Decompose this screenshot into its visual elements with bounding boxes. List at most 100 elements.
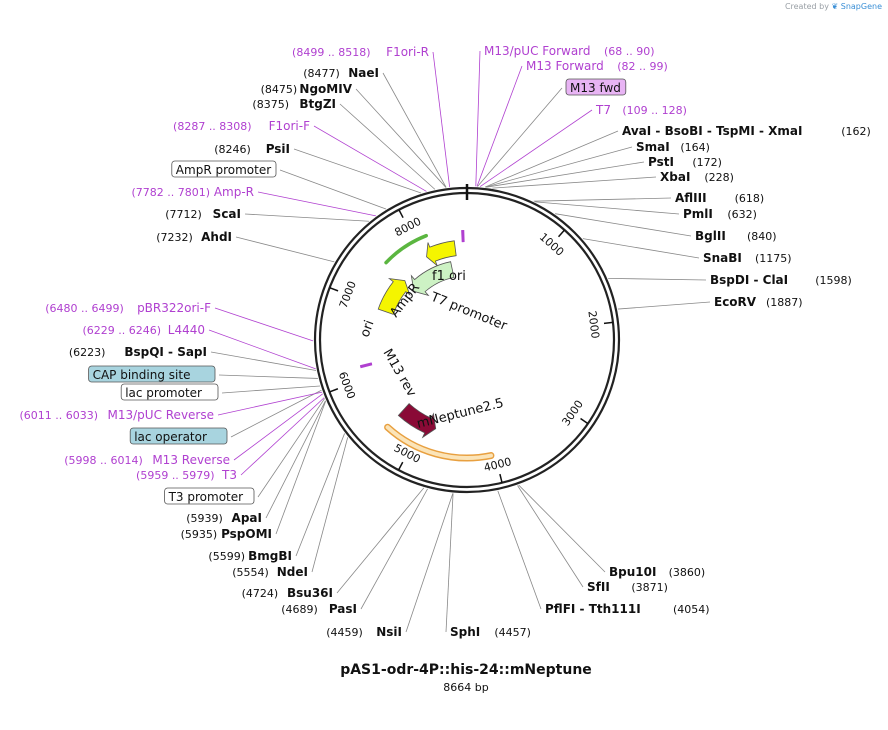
lead-psti <box>486 161 645 188</box>
site-label-bmgbi: BmgBI(5599) <box>208 549 292 563</box>
label-name: PstI <box>648 155 674 169</box>
label-name: BmgBI <box>248 549 292 563</box>
site-label-xbai: XbaI(228) <box>660 170 734 184</box>
scale-label-4000: 4000 <box>482 455 512 474</box>
scale-label-3000: 3000 <box>559 398 586 428</box>
site-label-apai: ApaI(5939) <box>186 511 262 525</box>
label-box <box>88 365 216 383</box>
label-box <box>171 160 277 178</box>
scale-tick-3000 <box>580 417 589 425</box>
label-coords: (1887) <box>766 296 803 309</box>
label-name: T3 <box>221 468 237 482</box>
site-label-bglii: BglII(840) <box>695 229 777 243</box>
credit-brand: SnapGene <box>840 2 882 11</box>
site-label-cap-binding-site: CAP binding site <box>88 365 216 383</box>
site-label-ndei: NdeI(5554) <box>232 565 308 579</box>
label-name: SfII <box>587 580 610 594</box>
feature-label-ori: ori <box>358 318 378 339</box>
site-label-t7: T7(109 .. 128) <box>595 103 687 117</box>
site-label-scai: ScaI(7712) <box>165 207 241 221</box>
label-coords: (8499 .. 8518) <box>292 46 371 59</box>
lead-t7 <box>479 109 593 187</box>
lead-afliii <box>533 197 672 202</box>
backbone-outer <box>313 186 621 494</box>
scale-label-1000: 1000 <box>537 230 567 258</box>
label-name: ApaI <box>232 511 262 525</box>
label-coords: (172) <box>692 156 722 169</box>
snapgene-logo-icon: ❦ <box>831 2 839 11</box>
label-coords: (7782 .. 7801) <box>131 186 210 199</box>
lead-m13-puc-reverse <box>217 391 323 416</box>
label-name: pBR322ori-F <box>137 301 211 315</box>
label-coords: (1175) <box>755 252 792 265</box>
label-coords: (618) <box>735 192 765 205</box>
site-label-pflfi-tth111i: PflFI - Tth111I (4054) <box>545 602 710 616</box>
label-text: lac operator <box>134 430 207 444</box>
site-label-psti: PstI (172) <box>648 155 722 169</box>
label-name: NaeI <box>348 66 379 80</box>
scale-tick-4000 <box>499 473 503 483</box>
label-name: M13/pUC Forward <box>484 44 591 58</box>
label-coords: (6223) <box>69 346 106 359</box>
feature-ampr <box>410 261 455 297</box>
label-name: SmaI <box>636 140 670 154</box>
label-coords: (6011 .. 6033) <box>19 409 98 422</box>
lead-sfii <box>517 485 584 588</box>
lead-avai-bsobi-tspmi-xmai <box>484 130 619 188</box>
lead-lac-operator <box>230 389 322 438</box>
lead-psii <box>293 148 422 194</box>
label-coords: (4457) <box>494 626 531 639</box>
lead-btgzi <box>339 103 436 190</box>
label-name: T7 <box>595 103 611 117</box>
label-name: BspDI - ClaI <box>710 273 788 287</box>
site-label-lac-operator: lac operator <box>129 427 228 445</box>
label-coords: (8477) <box>303 67 340 80</box>
label-name: AvaI - BsoBI - TspMI - XmaI <box>622 124 802 138</box>
lead-scai <box>244 213 369 222</box>
label-coords: (5998 .. 6014) <box>64 454 143 467</box>
label-text: lac promoter <box>125 386 202 400</box>
feature-f1-ori <box>426 240 457 267</box>
label-coords: (4724) <box>242 587 279 600</box>
site-label-bspqi-sapi: BspQI - SapI(6223) <box>69 345 207 359</box>
label-coords: (8475) <box>261 83 298 96</box>
site-label-naei: NaeI (8477) <box>303 66 379 80</box>
site-label-sfii: SfII(3871) <box>587 580 668 594</box>
lead-pspomi <box>275 401 327 535</box>
label-name: PflFI - Tth111I <box>545 602 641 616</box>
label-coords: (6229 .. 6246) <box>82 324 161 337</box>
lead-ngomiv <box>355 88 447 188</box>
lead-f1ori-r <box>432 51 451 188</box>
site-label-l4440: L4440(6229 .. 6246) <box>82 323 205 337</box>
site-label-m13-forward: M13 Forward(82 .. 99) <box>526 59 668 73</box>
scale-tick-7000 <box>329 286 339 292</box>
site-label-pmli: PmlI(632) <box>683 207 757 221</box>
feature-label-m13-rev: M13 rev <box>380 347 419 400</box>
label-coords: (7232) <box>156 231 193 244</box>
lead-bmgbi <box>295 433 345 557</box>
feature-ori <box>377 278 411 315</box>
lead-ndei <box>311 437 349 573</box>
label-coords: (68 .. 90) <box>604 45 655 58</box>
label-name: SphI <box>450 625 480 639</box>
scale-label-8000: 8000 <box>393 215 424 239</box>
site-label-avai-bsobi-tspmi-xmai: AvaI - BsoBI - TspMI - XmaI(162) <box>622 124 871 138</box>
label-name: PsiI <box>266 142 290 156</box>
site-label-amp-r: Amp-R(7782 .. 7801) <box>131 185 254 199</box>
lead-ampr-promoter <box>279 169 387 210</box>
label-name: PmlI <box>683 207 713 221</box>
mneptune-orf-arc-inner <box>385 425 493 460</box>
label-name: EcoRV <box>714 295 757 309</box>
lead-t3 <box>240 397 325 476</box>
plasmid-size: 8664 bp <box>443 681 489 694</box>
label-name: SnaBI <box>703 251 742 265</box>
site-label-afliii: AflIII(618) <box>675 191 764 205</box>
site-label-lac-promoter: lac promoter <box>120 383 219 401</box>
label-coords: (4054) <box>673 603 710 616</box>
site-label-ahdi: AhdI(7232) <box>156 230 232 244</box>
feature-mneptune2-5 <box>397 403 437 439</box>
site-label-bspdi-clai: BspDI - ClaI(1598) <box>710 273 852 287</box>
site-label-snabi: SnaBI (1175) <box>703 251 792 265</box>
site-label-m13-fwd: M13 fwd <box>565 78 627 96</box>
label-name: F1ori-F <box>269 119 310 133</box>
